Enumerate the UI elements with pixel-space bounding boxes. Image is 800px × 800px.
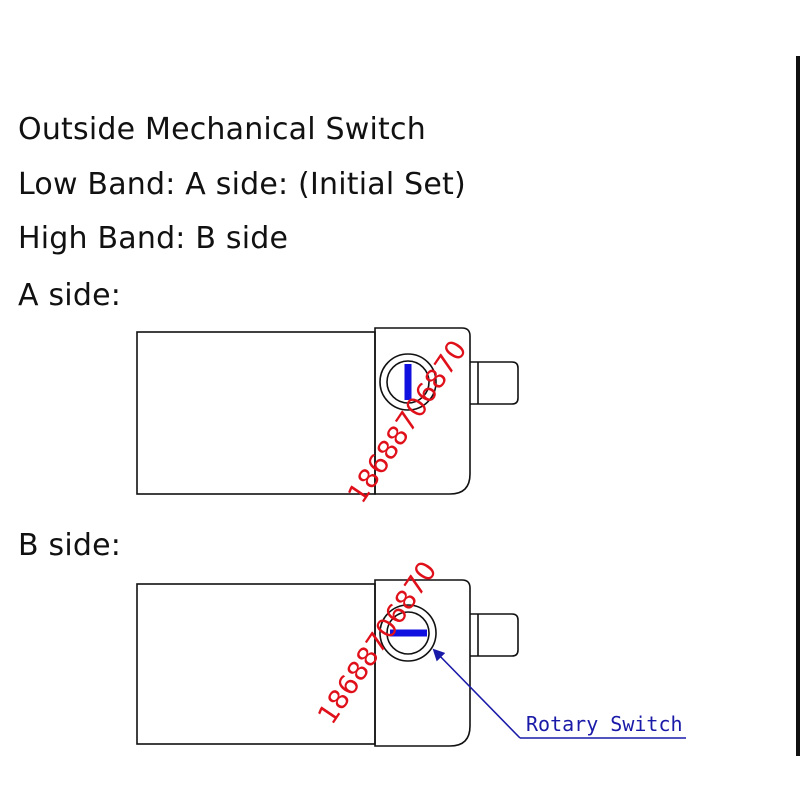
low-band-text: Low Band: A side: (Initial Set) xyxy=(18,167,466,202)
title-text: Outside Mechanical Switch xyxy=(18,112,426,147)
callout-arrow xyxy=(432,648,521,739)
b-side-rotary-inner xyxy=(386,611,430,655)
high-band-text: High Band: B side xyxy=(18,221,289,256)
a-side-body xyxy=(136,331,376,495)
b-side-label: B side: xyxy=(18,528,122,563)
b-side-shaft xyxy=(470,613,519,657)
callout-label: Rotary Switch xyxy=(526,712,683,736)
rotary-switch-callout: Rotary Switch xyxy=(432,648,686,739)
a-side-rotary-inner xyxy=(386,360,430,404)
a-side-label: A side: xyxy=(18,278,122,313)
a-side-rotary-outer xyxy=(379,353,437,411)
a-side-cap xyxy=(374,327,471,495)
b-side-switch-drawing xyxy=(136,579,519,747)
watermark-text: 18688706870 xyxy=(312,556,443,730)
b-side-cap xyxy=(374,579,471,747)
b-side-rotary-outer xyxy=(379,604,437,662)
page-border-line xyxy=(796,56,800,756)
a-side-switch-drawing xyxy=(136,327,519,495)
a-side-shaft xyxy=(470,361,519,405)
